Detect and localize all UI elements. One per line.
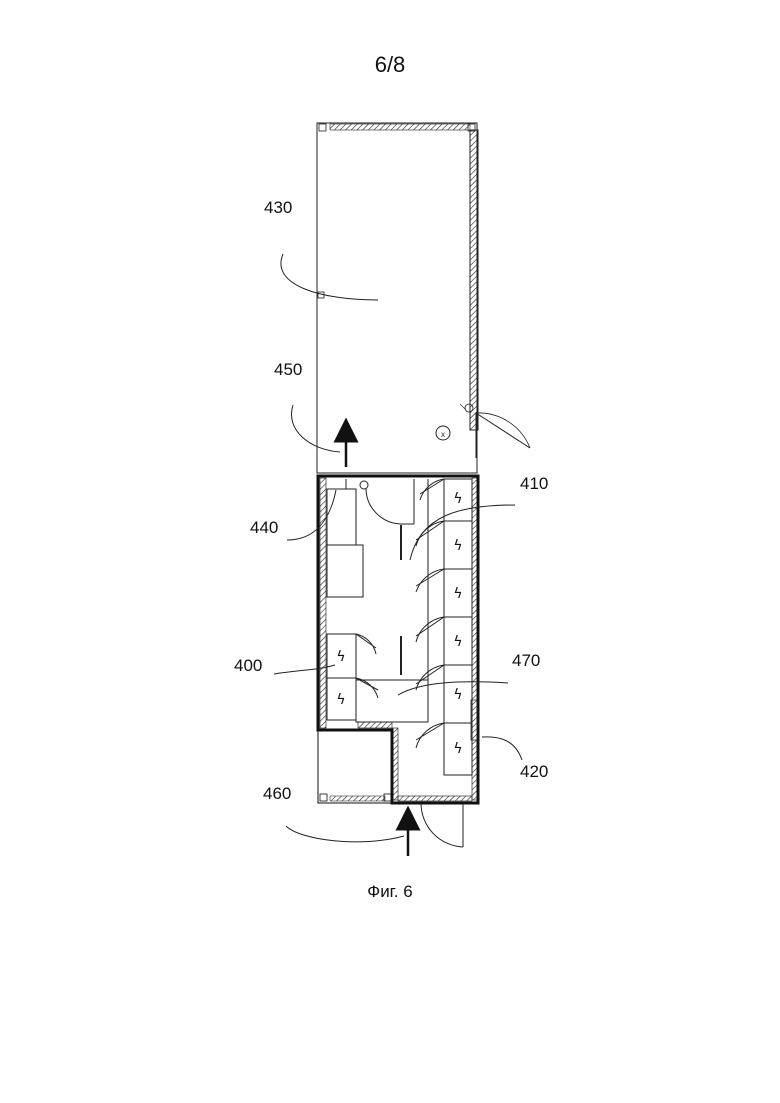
cabinet-column-right (416, 479, 472, 775)
svg-text:ϟ: ϟ (336, 692, 345, 708)
svg-text:ϟ: ϟ (336, 649, 345, 665)
svg-text:x: x (441, 430, 445, 439)
crossed-circle-icon: x (436, 426, 450, 440)
label-400: 400 (234, 656, 262, 676)
svg-text:ϟ: ϟ (453, 741, 462, 757)
label-440: 440 (250, 518, 278, 538)
label-460: 460 (263, 784, 291, 804)
cabinet-column-left (327, 634, 428, 722)
figure-caption: Фиг. 6 (0, 882, 780, 902)
svg-text:ϟ: ϟ (453, 634, 462, 650)
upper-module-430 (317, 123, 530, 473)
label-450: 450 (274, 360, 302, 380)
bottom-door (421, 700, 477, 847)
label-430: 430 (264, 198, 292, 218)
label-420: 420 (520, 762, 548, 782)
svg-text:ϟ: ϟ (453, 586, 462, 602)
high-voltage-icon: ϟ ϟ ϟ ϟ ϟ ϟ (453, 491, 462, 757)
svg-text:ϟ: ϟ (453, 687, 462, 703)
svg-text:ϟ: ϟ (453, 491, 462, 507)
label-410: 410 (520, 474, 548, 494)
label-470: 470 (512, 651, 540, 671)
interior-furniture (327, 479, 428, 722)
svg-text:ϟ: ϟ (453, 538, 462, 554)
